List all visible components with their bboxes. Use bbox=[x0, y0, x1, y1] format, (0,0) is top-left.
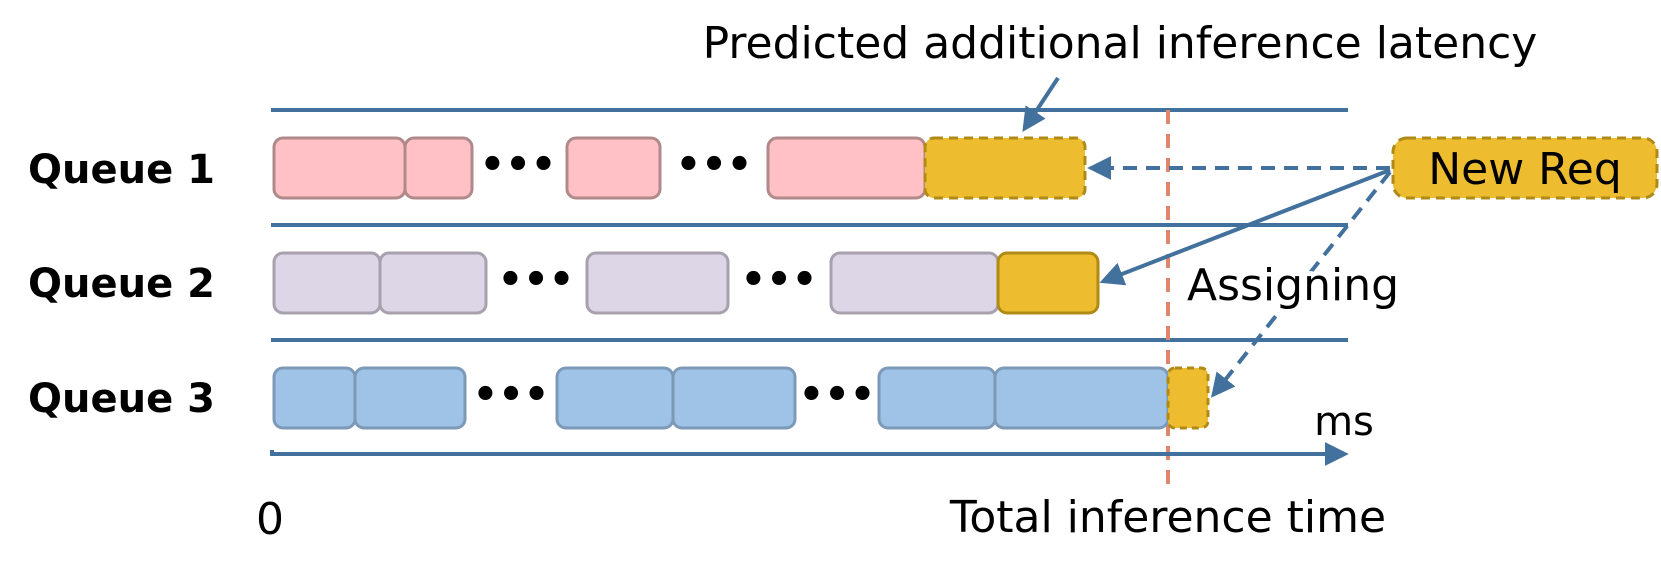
ellipsis: ••• bbox=[741, 257, 818, 303]
new-request-box bbox=[1391, 136, 1659, 200]
request-block bbox=[565, 136, 662, 200]
new-request-label: New Req bbox=[1428, 144, 1622, 195]
request-block bbox=[671, 366, 797, 430]
queue-label-3: Queue 3 bbox=[28, 376, 215, 422]
arrow-to-queue-2 bbox=[1099, 168, 1391, 286]
request-block bbox=[353, 366, 467, 430]
request-block bbox=[829, 251, 1000, 315]
ellipsis: ••• bbox=[473, 372, 550, 418]
request-block bbox=[585, 251, 730, 315]
request-block bbox=[766, 136, 927, 200]
predicted-request-block bbox=[923, 136, 1087, 200]
ellipsis: ••• bbox=[799, 372, 876, 418]
request-block bbox=[555, 366, 675, 430]
request-block bbox=[877, 366, 997, 430]
queue-2-requests: ••• ••• bbox=[272, 251, 1100, 315]
queue-label-2: Queue 2 bbox=[28, 261, 215, 307]
queue-3-requests: ••• ••• bbox=[272, 366, 1210, 430]
request-block bbox=[272, 366, 357, 430]
assigned-request-block bbox=[996, 251, 1100, 315]
queue-1-requests: ••• ••• bbox=[272, 136, 1087, 200]
predicted-latency-arrow bbox=[1022, 76, 1060, 133]
time-unit-label: ms bbox=[1314, 399, 1374, 445]
predicted-request-block bbox=[1166, 366, 1210, 430]
arrow-to-queue-3 bbox=[1211, 170, 1392, 398]
axis-origin-label: 0 bbox=[256, 494, 284, 545]
time-axis bbox=[270, 450, 1336, 456]
predicted-latency-label: Predicted additional inference latency bbox=[703, 18, 1538, 69]
ellipsis: ••• bbox=[480, 142, 557, 188]
request-block bbox=[272, 251, 382, 315]
ellipsis: ••• bbox=[676, 142, 753, 188]
assigning-label: Assigning bbox=[1187, 260, 1399, 311]
request-block bbox=[403, 136, 474, 200]
queue-label-1: Queue 1 bbox=[28, 147, 215, 193]
total-inference-time-label: Total inference time bbox=[949, 492, 1386, 543]
ellipsis: ••• bbox=[498, 257, 575, 303]
request-block bbox=[378, 251, 488, 315]
request-block bbox=[993, 366, 1170, 430]
request-block bbox=[272, 136, 407, 200]
